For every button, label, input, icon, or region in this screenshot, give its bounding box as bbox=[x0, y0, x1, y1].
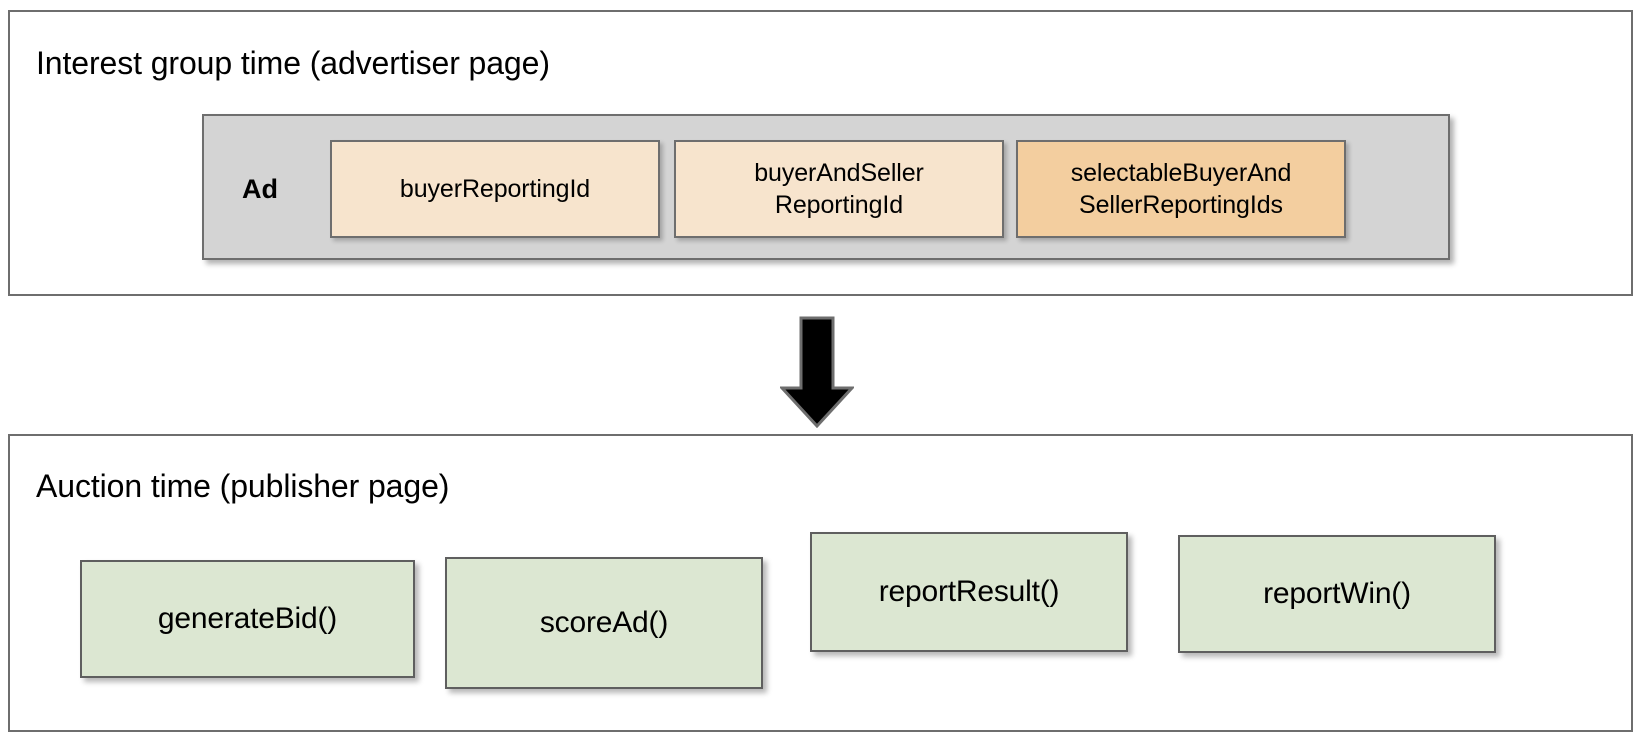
field-label: selectableBuyerAnd SellerReportingIds bbox=[1071, 157, 1292, 221]
ad-container: Ad buyerReportingId buyerAndSeller Repor… bbox=[202, 114, 1450, 260]
field-buyer-and-seller-reporting-id[interactable]: buyerAndSeller ReportingId bbox=[674, 140, 1004, 238]
function-label: reportResult() bbox=[878, 575, 1060, 608]
downward-flow-arrow-icon bbox=[780, 316, 854, 428]
field-selectable-buyer-and-seller-reporting-ids[interactable]: selectableBuyerAnd SellerReportingIds bbox=[1016, 140, 1346, 238]
function-report-result[interactable]: reportResult() bbox=[810, 532, 1128, 652]
function-generate-bid[interactable]: generateBid() bbox=[80, 560, 415, 678]
field-label-line-2: ReportingId bbox=[774, 191, 904, 219]
function-report-win[interactable]: reportWin() bbox=[1178, 535, 1496, 653]
field-label-line-1: buyerAndSeller bbox=[754, 159, 924, 187]
field-label-line-1: selectableBuyerAnd bbox=[1070, 159, 1292, 187]
field-label: buyerReportingId bbox=[399, 175, 591, 203]
advertiser-panel: Interest group time (advertiser page) Ad… bbox=[8, 10, 1633, 296]
function-label: reportWin() bbox=[1263, 577, 1411, 610]
field-label: buyerAndSeller ReportingId bbox=[754, 157, 924, 221]
ad-label: Ad bbox=[242, 174, 278, 204]
function-score-ad[interactable]: scoreAd() bbox=[445, 557, 763, 689]
advertiser-panel-title: Interest group time (advertiser page) bbox=[36, 45, 550, 81]
field-buyer-reporting-id[interactable]: buyerReportingId bbox=[330, 140, 660, 238]
function-label: scoreAd() bbox=[539, 606, 669, 639]
field-label-line-2: SellerReportingIds bbox=[1079, 191, 1283, 219]
function-label: generateBid() bbox=[157, 602, 338, 635]
publisher-panel-title: Auction time (publisher page) bbox=[36, 468, 450, 504]
